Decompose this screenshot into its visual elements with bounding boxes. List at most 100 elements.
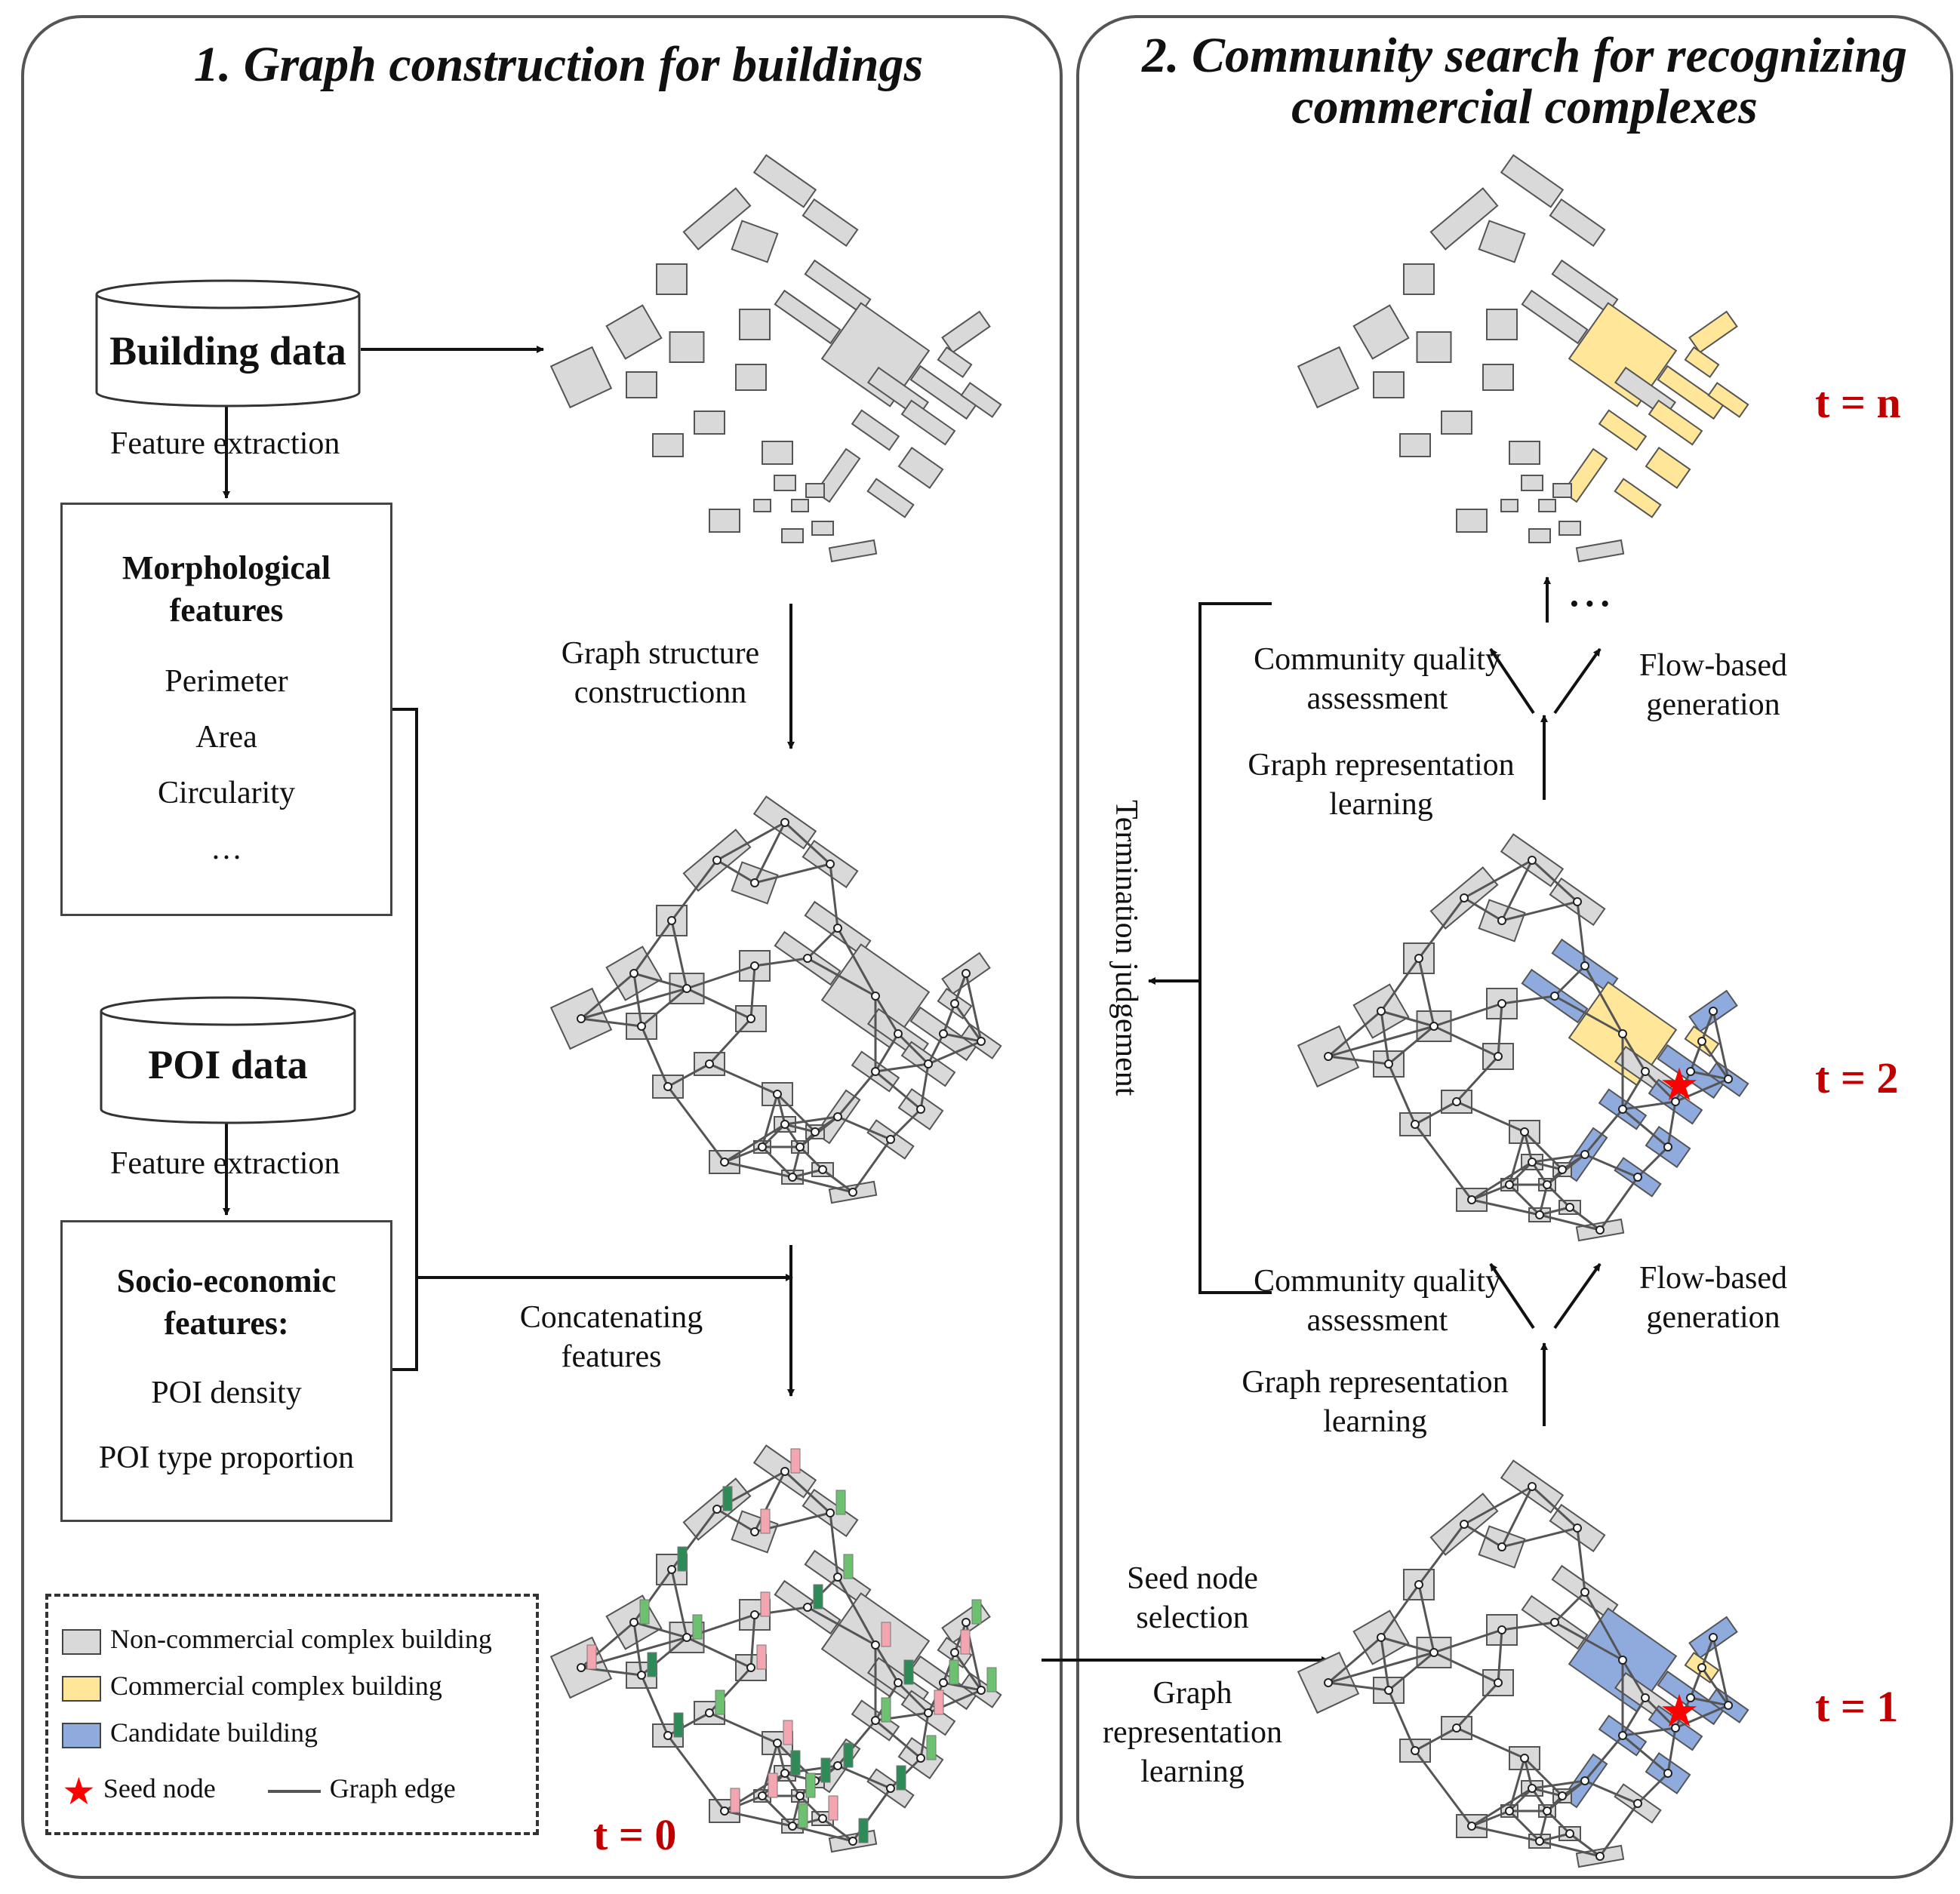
graph-edge	[1380, 1637, 1390, 1691]
feature-bar	[926, 1735, 937, 1760]
graph-node	[1497, 1625, 1506, 1634]
graph-edge	[1501, 995, 1555, 1005]
graph-edge	[1508, 1161, 1534, 1186]
graph-node	[1377, 1007, 1386, 1016]
flow-based-label-bottom: Flow-based generation	[1639, 1261, 1787, 1335]
building-footprint	[828, 539, 878, 563]
building-footprint	[1657, 364, 1725, 420]
graph-node	[1580, 1150, 1589, 1159]
feature-bar	[586, 1644, 597, 1670]
seed-node-selection-label: Seed node selection	[1127, 1561, 1258, 1635]
graph-edge	[1501, 900, 1578, 922]
graph-node	[1505, 1806, 1514, 1816]
graph-node	[1497, 1542, 1506, 1551]
arrow-t2-quality	[1489, 647, 1535, 715]
graph-node	[746, 1663, 755, 1672]
building-footprint	[1352, 304, 1410, 360]
graph-edge	[1463, 1485, 1533, 1526]
graph-edge	[776, 1093, 786, 1125]
building-footprint	[1399, 433, 1431, 457]
graph-edge	[1554, 995, 1623, 1035]
graph-edge	[874, 1033, 900, 1072]
graph-edge	[875, 1719, 922, 1760]
graph-node	[1595, 1852, 1605, 1861]
graph-node	[758, 1142, 767, 1151]
building-footprint	[752, 154, 817, 208]
graph-edge	[1523, 1130, 1564, 1171]
graph-node	[1595, 1225, 1605, 1234]
graph-edge	[1471, 1825, 1540, 1843]
legend-seed-text: Seed node	[103, 1773, 216, 1803]
graph-node	[977, 1686, 986, 1695]
graph-node	[750, 961, 759, 970]
graph-edge	[749, 1614, 756, 1668]
graph-node	[1535, 1210, 1544, 1219]
graph-node	[1580, 961, 1589, 970]
graph-node	[871, 1640, 880, 1650]
graph-edge	[875, 1070, 922, 1111]
graph-edge-line-icon	[267, 1789, 321, 1793]
building-footprint	[1429, 187, 1499, 251]
graph-node	[894, 1678, 903, 1687]
graph-edge	[807, 1606, 876, 1646]
building-footprint	[1373, 371, 1405, 398]
graph-node	[705, 1708, 714, 1717]
graph-edge	[709, 1711, 778, 1745]
building-footprint	[851, 409, 900, 451]
graph-edge	[1433, 1628, 1503, 1654]
graph-edge	[580, 987, 688, 1020]
graph-node	[1528, 1482, 1537, 1491]
graph-edge	[1583, 965, 1624, 1035]
graph-edge	[580, 1636, 688, 1669]
graph-edge	[754, 862, 831, 884]
graph-edge	[1553, 1591, 1586, 1624]
graph-node	[577, 1663, 586, 1672]
graph-node	[637, 1671, 646, 1680]
graph-edge	[1690, 1696, 1729, 1707]
socio-item-density: POI density	[151, 1376, 302, 1410]
feature-bar	[756, 1644, 767, 1670]
building-map-t-n	[1297, 154, 1749, 563]
legend-swatch-yellow	[62, 1675, 101, 1702]
legend-non-commercial: Non-commercial complex building	[62, 1622, 492, 1656]
graph-node	[629, 1618, 638, 1627]
graph-edge	[829, 1512, 839, 1578]
graph-edge	[1598, 1176, 1639, 1231]
graph-node	[705, 1059, 714, 1068]
graph-edge	[798, 1794, 824, 1820]
building-footprint	[739, 309, 771, 340]
graph-edge	[783, 821, 832, 866]
graph-edge	[716, 821, 786, 862]
legend-swatch-blue	[62, 1722, 101, 1748]
graph-node	[1550, 992, 1559, 1001]
graph-node	[795, 1791, 805, 1800]
graph-edge	[1622, 1108, 1669, 1148]
graph-node	[1697, 1037, 1706, 1046]
graph-edge	[686, 1636, 752, 1669]
building-footprint	[656, 263, 688, 295]
graph-edge	[670, 859, 718, 921]
building-footprint	[735, 364, 767, 391]
building-footprint	[1456, 509, 1488, 533]
panel-graph-construction	[21, 15, 1063, 1879]
building-footprint	[791, 499, 809, 512]
graph-edge	[686, 964, 755, 990]
graph-node	[1686, 1693, 1695, 1702]
graph-node	[818, 1165, 827, 1174]
graph-edge	[874, 1644, 900, 1683]
graph-edge	[792, 1825, 854, 1843]
graph-edge	[783, 1470, 832, 1514]
graph-edge	[666, 1086, 726, 1163]
building-footprint	[1521, 475, 1543, 491]
tn-label: t = n	[1815, 378, 1901, 427]
building-footprint	[805, 483, 825, 498]
graph-edge	[807, 957, 876, 998]
graph-edge	[749, 965, 756, 1019]
graph-node	[848, 1837, 857, 1846]
graph-node	[1429, 1648, 1438, 1657]
graph-node	[1535, 1837, 1544, 1846]
building-footprint	[1648, 399, 1703, 446]
graph-edge	[761, 1794, 794, 1828]
legend-commercial: Commercial complex building	[62, 1669, 442, 1702]
graph-edge	[919, 1712, 930, 1759]
